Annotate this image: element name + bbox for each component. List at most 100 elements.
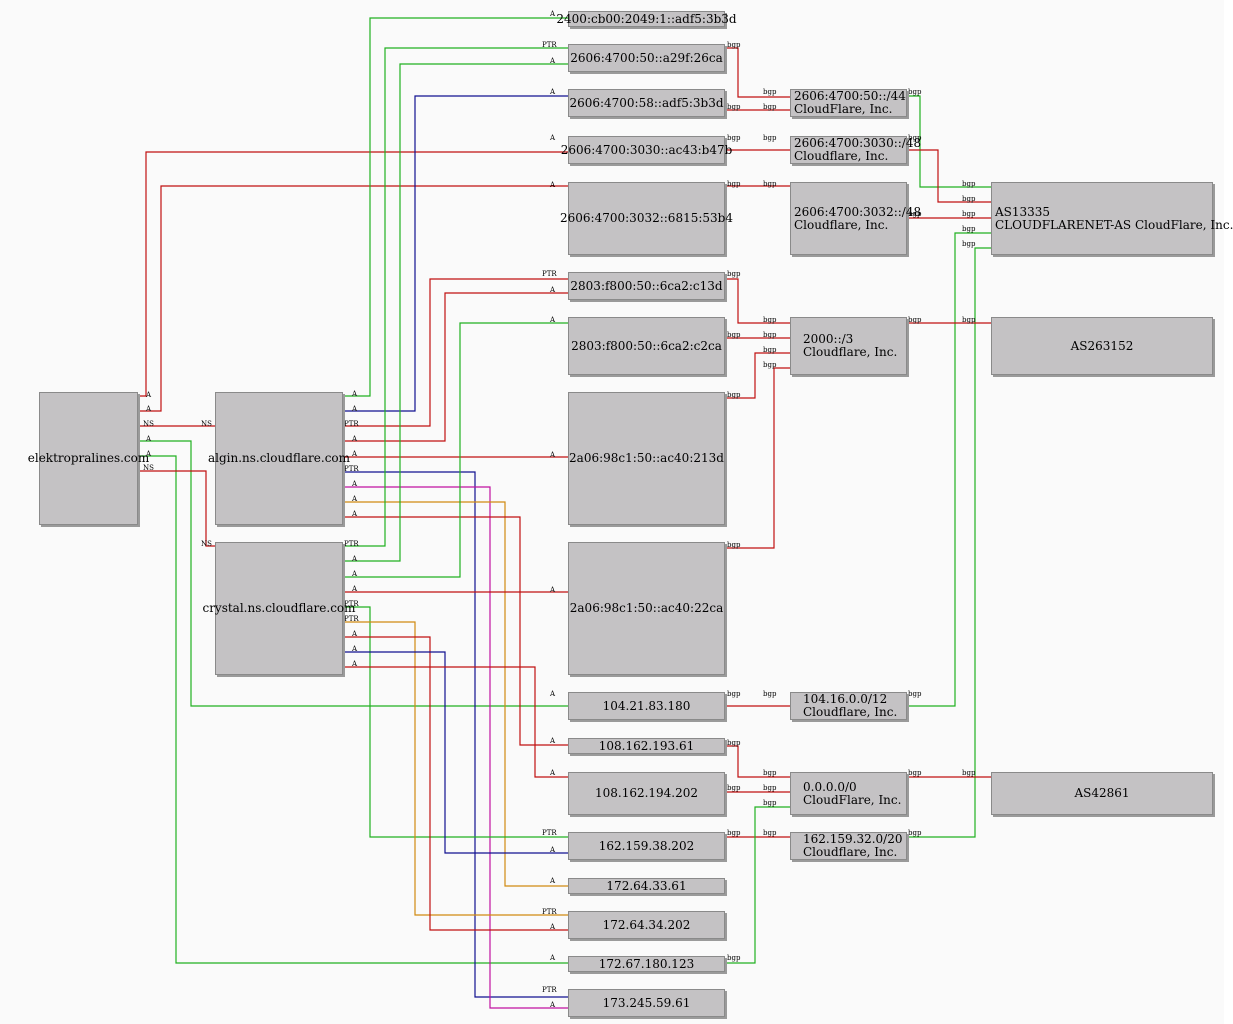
- node-label: 162.159.38.202: [598, 838, 695, 853]
- edge-elektro-3032: [138, 185, 568, 412]
- node-ip[interactable]: 172.64.33.61: [568, 878, 725, 894]
- node-ip[interactable]: 2606:4700:58::adf5:3b3d: [568, 89, 725, 117]
- node-prefix[interactable]: 162.159.32.0/20 Cloudflare, Inc.: [790, 832, 907, 860]
- node-prefix[interactable]: 2606:4700:3032::/48 Cloudflare, Inc.: [790, 182, 921, 255]
- edge-label: A: [145, 435, 152, 443]
- node-ip[interactable]: 108.162.193.61: [568, 738, 725, 754]
- edge-label: A: [549, 88, 556, 96]
- edge-label: bgp: [962, 316, 976, 324]
- edge-label: bgp: [763, 690, 777, 698]
- edge-label: bgp: [962, 180, 976, 188]
- edge-label: NS: [143, 420, 154, 428]
- node-as42861[interactable]: AS42861: [991, 772, 1213, 815]
- edge-label: NS: [201, 540, 212, 548]
- node-ip[interactable]: 162.159.38.202: [568, 832, 725, 860]
- edge-label: bgp: [763, 180, 777, 188]
- node-ip[interactable]: 2803:f800:50::6ca2:c13d: [568, 272, 725, 300]
- node-label: AS13335 CLOUDFLARENET-AS CloudFlare, Inc…: [995, 204, 1233, 232]
- node-label: 2000::/3 Cloudflare, Inc.: [803, 332, 898, 359]
- edge-label: A: [351, 390, 358, 398]
- node-ip[interactable]: 2803:f800:50::6ca2:c2ca: [568, 317, 725, 375]
- edge-elektro-crystal-ns: [138, 470, 215, 547]
- node-label: 172.64.33.61: [606, 878, 687, 893]
- node-algin[interactable]: algin.ns.cloudflare.com: [208, 392, 350, 525]
- edge-label: PTR: [344, 600, 359, 608]
- edge-label: bgp: [908, 88, 922, 96]
- edge-label: bgp: [727, 739, 741, 747]
- node-ip[interactable]: 104.21.83.180: [568, 692, 725, 720]
- edge-crystal-172-34-ptr: [343, 621, 568, 916]
- node-label: 104.21.83.180: [602, 698, 691, 713]
- node-prefix[interactable]: 104.16.0.0/12 Cloudflare, Inc.: [790, 692, 907, 720]
- edge-label: bgp: [727, 180, 741, 188]
- edge-label: PTR: [542, 986, 557, 994]
- edge-label: A: [549, 769, 556, 777]
- edge-label: A: [549, 134, 556, 142]
- node-label: 108.162.193.61: [598, 738, 695, 753]
- edge-elektro-3030: [138, 151, 568, 397]
- edge-label: A: [549, 923, 556, 931]
- edge-label: A: [351, 495, 358, 503]
- node-ip[interactable]: 2400:cb00:2049:1::adf5:3b3d: [556, 11, 737, 27]
- edge-label: NS: [143, 464, 154, 472]
- edge-label: bgp: [962, 195, 976, 203]
- node-ip[interactable]: 172.64.34.202: [568, 911, 725, 939]
- edge-crystal-2606-50: [343, 47, 568, 547]
- node-ip[interactable]: 172.67.180.123: [568, 956, 725, 972]
- edge-label: A: [549, 1001, 556, 1009]
- bgp-108-61: [725, 745, 790, 778]
- edge-label: bgp: [763, 134, 777, 142]
- bgp-pfx-3030-as: [907, 149, 991, 203]
- edge-label: bgp: [727, 331, 741, 339]
- node-label: AS263152: [1070, 338, 1134, 353]
- node-label: AS42861: [1074, 786, 1130, 800]
- edge-label: bgp: [727, 270, 741, 278]
- edge-label: PTR: [542, 41, 557, 49]
- edge-label: A: [351, 480, 358, 488]
- edge-crystal-162-a: [343, 651, 568, 854]
- node-ip[interactable]: 2a06:98c1:50::ac40:213d: [568, 392, 725, 525]
- node-ip[interactable]: 2606:4700:50::a29f:26ca: [568, 44, 725, 72]
- node-elektropralines[interactable]: elektropralines.com: [28, 392, 149, 525]
- node-label: 2803:f800:50::6ca2:c13d: [570, 278, 723, 293]
- bgp-pfx-104-as: [907, 232, 991, 707]
- node-label: 2606:4700:3030::ac43:b47b: [560, 142, 733, 157]
- edge-crystal-2803-c2ca: [343, 322, 568, 578]
- node-label: 2a06:98c1:50::ac40:213d: [569, 451, 724, 465]
- edge-label: A: [549, 690, 556, 698]
- node-prefix[interactable]: 2606:4700:3030::/48 Cloudflare, Inc.: [790, 136, 921, 164]
- node-ip[interactable]: 2606:4700:3030::ac43:b47b: [561, 136, 732, 164]
- edge-label: bgp: [763, 88, 777, 96]
- node-label: 172.67.180.123: [598, 956, 695, 971]
- edge-label: bgp: [763, 769, 777, 777]
- edge-label: bgp: [763, 103, 777, 111]
- edge-algin-2803-c13d: [343, 278, 568, 427]
- edge-label: PTR: [542, 908, 557, 916]
- edge-label: bgp: [763, 829, 777, 837]
- edge-crystal-2606-50-a: [343, 63, 568, 562]
- node-ip[interactable]: 108.162.194.202: [568, 772, 725, 815]
- edge-algin-108-61: [343, 516, 568, 746]
- node-prefix[interactable]: 2000::/3 Cloudflare, Inc.: [790, 317, 907, 375]
- edge-label: A: [351, 555, 358, 563]
- edge-label: bgp: [763, 784, 777, 792]
- edge-label: A: [351, 570, 358, 578]
- edge-label: bgp: [763, 346, 777, 354]
- node-as13335[interactable]: AS13335 CLOUDFLARENET-AS CloudFlare, Inc…: [991, 182, 1233, 255]
- edge-label: PTR: [344, 615, 359, 623]
- node-ip[interactable]: 2a06:98c1:50::ac40:22ca: [568, 542, 725, 675]
- node-prefix[interactable]: 2606:4700:50::/44 CloudFlare, Inc.: [790, 89, 907, 117]
- node-as263152[interactable]: AS263152: [991, 317, 1213, 375]
- node-ip[interactable]: 2606:4700:3032::6815:53b4: [560, 182, 733, 255]
- edge-label: A: [351, 660, 358, 668]
- node-label: 2606:4700:50::a29f:26ca: [570, 50, 723, 65]
- node-ip[interactable]: 173.245.59.61: [568, 989, 725, 1017]
- node-crystal[interactable]: crystal.ns.cloudflare.com: [202, 542, 356, 675]
- node-label: 2606:4700:3032::/48 Cloudflare, Inc.: [794, 204, 922, 232]
- node-prefix[interactable]: 0.0.0.0/0 CloudFlare, Inc.: [790, 772, 907, 815]
- node-label: crystal.ns.cloudflare.com: [202, 601, 356, 615]
- edge-label: A: [351, 450, 358, 458]
- node-label: 2803:f800:50::6ca2:c2ca: [571, 338, 722, 353]
- edge-label: bgp: [727, 134, 741, 142]
